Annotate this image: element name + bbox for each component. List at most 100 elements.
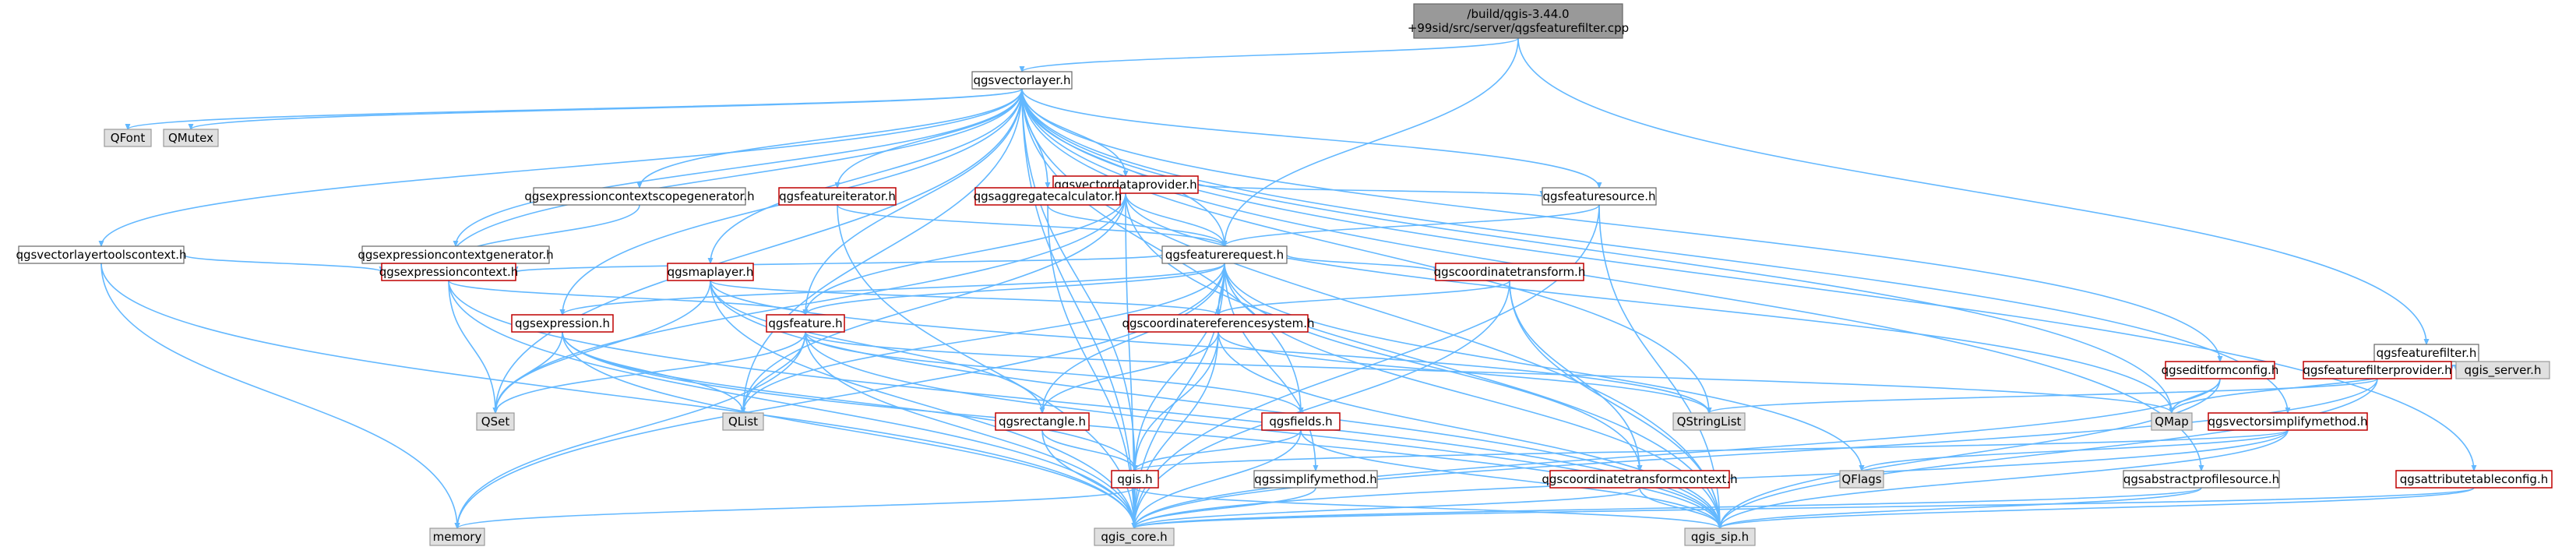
node-qmutex[interactable]: QMutex bbox=[163, 129, 219, 147]
node-qgsvectorlayer[interactable]: qgsvectorlayer.h bbox=[971, 71, 1073, 90]
edge-qgsfeaturerequest-to-qgssimplifymethod bbox=[1224, 263, 1316, 471]
node-label-qgssimplifymethod: qgssimplifymethod.h bbox=[1254, 472, 1376, 486]
arrowhead-root-to-qgsvectorlayer bbox=[1019, 66, 1025, 73]
edge-qgseditformconfig-to-qgis_sip bbox=[1719, 378, 2221, 529]
edge-qgseditformconfig-to-qgis_core bbox=[1133, 378, 2221, 529]
node-label-qgis_sip: qgis_sip.h bbox=[1691, 530, 1749, 545]
edge-qgsvectorsimplifymethod-to-qgis_h bbox=[1134, 429, 2289, 471]
edge-qgsfeaturesource-to-qgis_sip bbox=[1598, 204, 1721, 529]
arrowhead-qgsvectorlayer-to-qgseditformconfig bbox=[2217, 356, 2223, 363]
arrowhead-qgsvectorlayer-to-qgsvectordataprovider bbox=[1122, 171, 1129, 178]
node-qgsexprctxscopegen[interactable]: qgsexpressioncontextscopegenerator.h bbox=[524, 187, 755, 206]
edge-qgsvectorlayer-to-qgsvectorlayertoolscontext bbox=[100, 88, 1023, 247]
edge-qgsexpressioncontext-to-qgis_sip bbox=[448, 280, 1721, 529]
edge-qgssimplifymethod-to-qgis_core bbox=[1133, 487, 1316, 529]
edge-qgsfields-to-qgis_h bbox=[1134, 429, 1302, 471]
edge-qgsattributetableconfig-to-qgis_core bbox=[1133, 487, 2475, 529]
node-box-qgssimplifymethod bbox=[1253, 470, 1378, 489]
edge-qgsaggregatecalculator-to-qgsfeaturerequest bbox=[1047, 204, 1225, 247]
node-box-qgscoordinatetransform bbox=[1435, 263, 1584, 281]
node-label-qgsexprctxscopegen: qgsexpressioncontextscopegenerator.h bbox=[524, 189, 754, 203]
edge-qgsfeaturerequest-to-qgsexpressioncontext bbox=[515, 254, 1163, 273]
node-box-qgscrs bbox=[1128, 314, 1309, 333]
edge-qgsexpression-to-qset bbox=[495, 331, 563, 414]
node-label-qgsfields: qgsfields.h bbox=[1269, 415, 1332, 429]
node-qgsvectorlayertoolscontext[interactable]: qgsvectorlayertoolscontext.h bbox=[16, 245, 187, 264]
arrowhead-qgscoordinatetransform-to-qgsctcontext bbox=[1637, 465, 1643, 472]
edge-qgsfields-to-qgis_core bbox=[1133, 429, 1302, 529]
edge-qgsfeatureiterator-to-qgsfeaturerequest bbox=[837, 204, 1225, 247]
node-label-qgsvectorsimplifymethod: qgsvectorsimplifymethod.h bbox=[2208, 415, 2368, 429]
node-label-qgsattributetableconfig: qgsattributetableconfig.h bbox=[2400, 472, 2548, 486]
node-qgsexpressioncontext[interactable]: qgsexpressioncontext.h bbox=[379, 263, 519, 281]
arrowhead-root-to-qgsfeaturefilter_h bbox=[2423, 339, 2430, 346]
node-qgsfeature[interactable]: qgsfeature.h bbox=[766, 314, 845, 333]
arrowhead-qgsfeaturefilter_h-to-qmap bbox=[2169, 408, 2175, 415]
node-qlist[interactable]: QList bbox=[722, 412, 764, 431]
node-label-qlist: QList bbox=[728, 415, 758, 429]
node-qgscoordinatetransform[interactable]: qgscoordinatetransform.h bbox=[1434, 263, 1586, 281]
edge-qgsvectorlayer-to-qgsexpressioncontext bbox=[448, 88, 1023, 264]
node-memory[interactable]: memory bbox=[429, 528, 485, 546]
node-qgsattributetableconfig[interactable]: qgsattributetableconfig.h bbox=[2395, 470, 2553, 489]
node-box-qgsfeature bbox=[766, 314, 845, 333]
node-qgsfeaturefilterprovider[interactable]: qgsfeaturefilterprovider.h bbox=[2303, 361, 2452, 379]
edge-qgscrs-to-qgsrectangle bbox=[1041, 331, 1219, 414]
arrowhead-qgsattributetableconfig-to-qgis_core bbox=[1131, 523, 1137, 530]
node-qgsabstractprofilesource[interactable]: qgsabstractprofilesource.h bbox=[2123, 470, 2280, 489]
arrowhead-qgsvectorlayer-to-qgsexprctxgen bbox=[453, 241, 459, 248]
arrowhead-qgsfeaturefilterprovider-to-qstringlist bbox=[1706, 408, 1712, 415]
node-box-qgsexprctxscopegen bbox=[533, 187, 746, 206]
node-label-qgis_h: qgis.h bbox=[1117, 472, 1152, 486]
node-qgsfeaturefilter_h[interactable]: qgsfeaturefilter.h bbox=[2373, 344, 2479, 362]
node-qgsfeatureiterator[interactable]: qgsfeatureiterator.h bbox=[778, 187, 897, 206]
node-qfont[interactable]: QFont bbox=[104, 129, 152, 147]
node-qgsexprctxgen[interactable]: qgsexpressioncontextgenerator.h bbox=[358, 245, 554, 264]
edge-qgsvectorlayer-to-qlist bbox=[742, 88, 1023, 414]
node-qgsfields[interactable]: qgsfields.h bbox=[1261, 412, 1341, 431]
node-qgis_sip[interactable]: qgis_sip.h bbox=[1684, 528, 1756, 546]
edge-qgsvectorlayer-to-qgsfeature bbox=[805, 88, 1023, 316]
node-qgis_server[interactable]: qgis_server.h bbox=[2455, 361, 2550, 379]
edge-qgsfeaturerequest-to-qgis_h bbox=[1134, 263, 1225, 471]
node-box-qgsctcontext bbox=[1549, 470, 1730, 489]
node-qgsfeaturerequest[interactable]: qgsfeaturerequest.h bbox=[1161, 245, 1288, 264]
edge-qgsvectorlayer-to-qgsfeatureiterator bbox=[837, 88, 1023, 189]
node-qgsmaplayer[interactable]: qgsmaplayer.h bbox=[667, 263, 754, 281]
edge-root-to-qgsfeaturerequest bbox=[1224, 37, 1519, 247]
node-qgsfeaturesource[interactable]: qgsfeaturesource.h bbox=[1542, 187, 1657, 206]
node-qgssimplifymethod[interactable]: qgssimplifymethod.h bbox=[1253, 470, 1378, 489]
arrowhead-qgsattributetableconfig-to-qgis_sip bbox=[1717, 523, 1723, 530]
node-root[interactable]: /build/qgis-3.44.0+99sid/src/server/qgsf… bbox=[1408, 3, 1629, 39]
node-box-qgsrectangle bbox=[995, 412, 1090, 431]
node-box-qgis_h bbox=[1111, 470, 1159, 489]
edge-qgsexpressioncontext-to-qgsfeature bbox=[448, 280, 806, 316]
node-qgscrs[interactable]: qgscoordinatereferencesystem.h bbox=[1122, 314, 1315, 333]
edge-qgscrs-to-qgis_core bbox=[1133, 331, 1219, 529]
node-box-qgsfeaturerequest bbox=[1161, 245, 1288, 264]
node-qset[interactable]: QSet bbox=[476, 412, 515, 431]
node-label-qgsfeaturerequest: qgsfeaturerequest.h bbox=[1165, 248, 1284, 262]
node-qgsexpression[interactable]: qgsexpression.h bbox=[511, 314, 614, 333]
edge-qgsvectordataprovider-to-qgsfeaturesource bbox=[1197, 184, 1543, 197]
node-qgsctcontext[interactable]: qgscoordinatetransformcontext.h bbox=[1542, 470, 1738, 489]
node-label-root: +99sid/src/server/qgsfeaturefilter.cpp bbox=[1408, 21, 1629, 35]
node-box-qgsvectorsimplifymethod bbox=[2208, 412, 2368, 431]
node-box-qgis_sip bbox=[1684, 528, 1756, 546]
node-qgsrectangle[interactable]: qgsrectangle.h bbox=[995, 412, 1090, 431]
node-qstringlist[interactable]: QStringList bbox=[1672, 412, 1746, 431]
arrowhead-qgsvectorlayer-to-qgsmaplayer bbox=[707, 258, 714, 265]
arrowhead-qgsvectorsimplifymethod-to-qflags bbox=[1859, 465, 1865, 472]
node-qgis_h[interactable]: qgis.h bbox=[1111, 470, 1159, 489]
edge-qgsvectorlayer-to-qstringlist bbox=[1021, 88, 1710, 414]
node-qgsvectorsimplifymethod[interactable]: qgsvectorsimplifymethod.h bbox=[2208, 412, 2368, 431]
node-qmap[interactable]: QMap bbox=[2151, 412, 2193, 431]
node-qflags[interactable]: QFlags bbox=[1839, 470, 1884, 489]
edge-qgsvectorlayer-to-qgsattributetableconfig bbox=[1021, 88, 2475, 471]
edge-qgsfeature-to-memory bbox=[456, 331, 806, 529]
edge-qgsfeaturerequest-to-qgsctcontext bbox=[1224, 263, 1640, 471]
node-qgseditformconfig[interactable]: qgseditformconfig.h bbox=[2162, 361, 2279, 379]
node-qgis_core[interactable]: qgis_core.h bbox=[1094, 528, 1175, 546]
node-qgsaggregatecalculator[interactable]: qgsaggregatecalculator.h bbox=[974, 187, 1122, 206]
node-box-qfont bbox=[104, 129, 152, 147]
